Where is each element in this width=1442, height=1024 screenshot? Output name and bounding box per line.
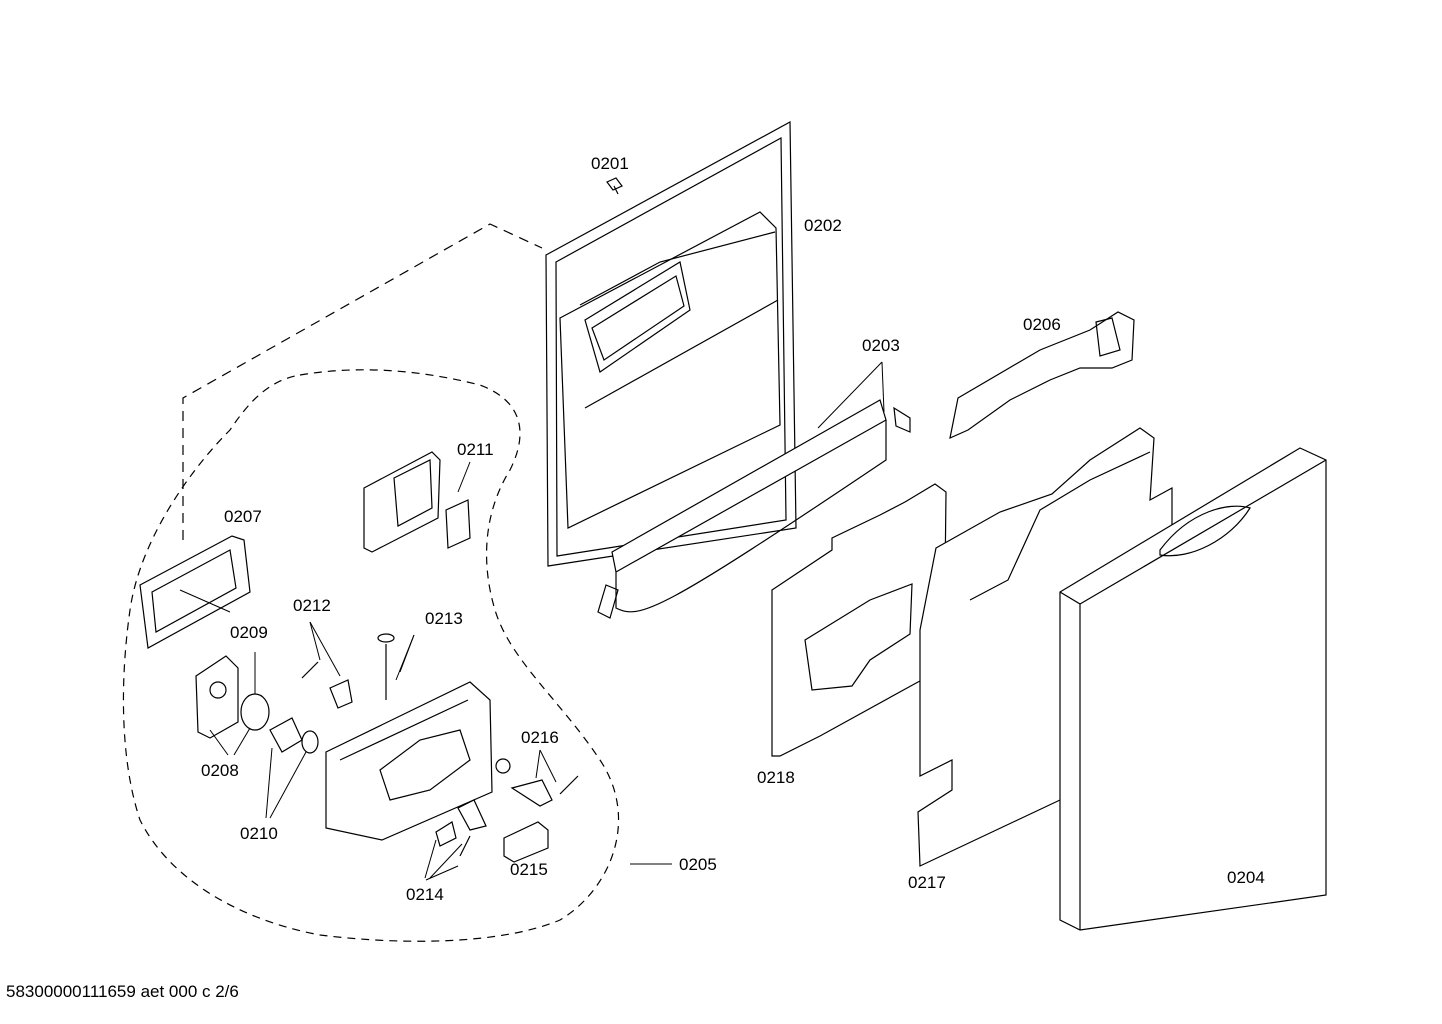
label-0206: 0206 bbox=[1023, 315, 1061, 334]
part-0201-screw bbox=[606, 177, 623, 195]
dashed-link-line bbox=[182, 223, 543, 540]
part-0208-housing bbox=[195, 655, 239, 739]
part-0218-insulation bbox=[771, 483, 947, 757]
part-0209-ring bbox=[240, 693, 270, 731]
label-0201: 0201 bbox=[591, 154, 629, 173]
label-0212: 0212 bbox=[293, 596, 331, 615]
label-0202: 0202 bbox=[804, 216, 842, 235]
part-0206-bracket bbox=[949, 311, 1135, 440]
part-0214-levers bbox=[435, 799, 487, 857]
label-0217: 0217 bbox=[908, 873, 946, 892]
label-0214: 0214 bbox=[406, 885, 444, 904]
drawing-reference-footer: 58300000111659 aet 000 c 2/6 bbox=[6, 982, 239, 1001]
dashed-boundary-0205 bbox=[122, 369, 620, 942]
part-0207-frame bbox=[139, 535, 251, 649]
part-0212-spring bbox=[301, 661, 353, 709]
label-0210: 0210 bbox=[240, 824, 278, 843]
part-0210-seals bbox=[269, 717, 319, 754]
part-0202-inner-door bbox=[545, 120, 797, 567]
part-0215-switch bbox=[503, 821, 549, 863]
label-0215: 0215 bbox=[510, 860, 548, 879]
label-0205: 0205 bbox=[679, 855, 717, 874]
label-0218: 0218 bbox=[757, 768, 795, 787]
label-0213: 0213 bbox=[425, 609, 463, 628]
label-0207: 0207 bbox=[224, 507, 262, 526]
label-0204: 0204 bbox=[1227, 868, 1265, 887]
label-0208: 0208 bbox=[201, 761, 239, 780]
part-0205-dispenser-body bbox=[325, 681, 493, 841]
part-0204-outer-door bbox=[1059, 447, 1327, 931]
part-0211-filter bbox=[363, 451, 471, 553]
leader-lines bbox=[179, 361, 885, 881]
label-0209: 0209 bbox=[230, 623, 268, 642]
label-0216: 0216 bbox=[521, 728, 559, 747]
part-0213-pin bbox=[377, 633, 395, 700]
label-0211: 0211 bbox=[457, 440, 494, 459]
label-0203: 0203 bbox=[862, 336, 900, 355]
part-0203-trim-strip bbox=[597, 399, 911, 619]
part-0216-lever bbox=[495, 758, 579, 807]
